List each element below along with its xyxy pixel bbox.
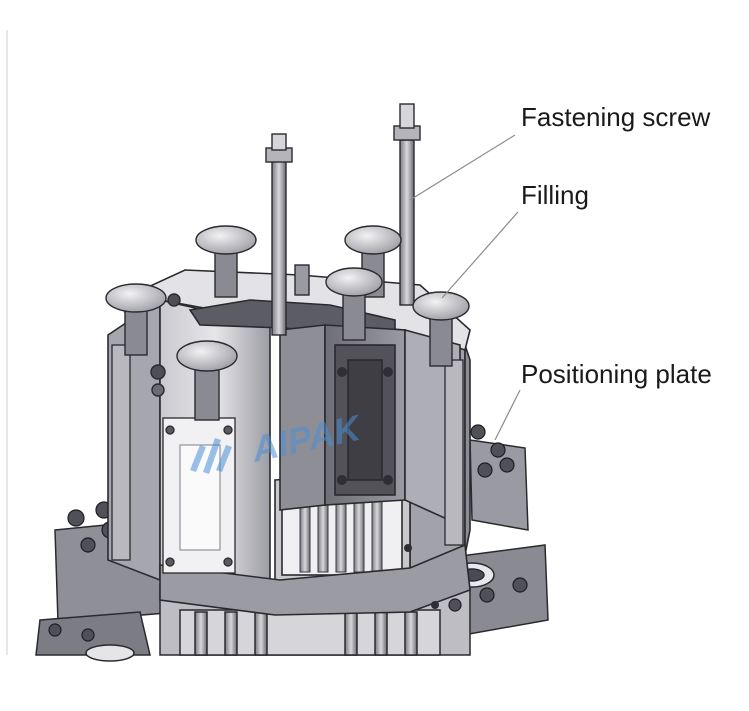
leader-filling (441, 211, 519, 299)
leader-fastening-screw (409, 134, 516, 201)
leader-lines (409, 134, 521, 441)
label-positioning-plate: Positioning plate (521, 359, 712, 389)
panel-screws (337, 367, 439, 609)
knob-1 (195, 225, 257, 298)
filling-knobs (105, 225, 470, 421)
label-filling: Filling (521, 180, 589, 210)
knob-6 (176, 340, 238, 421)
knob-4 (325, 267, 383, 341)
label-fastening-screw: Fastening screw (521, 102, 711, 132)
knob-5 (412, 291, 470, 367)
front-plate (162, 417, 236, 574)
side-brackets (111, 344, 464, 561)
leader-positioning-plate (494, 389, 521, 441)
fastening-screws (265, 103, 421, 336)
knob-2 (105, 283, 167, 356)
